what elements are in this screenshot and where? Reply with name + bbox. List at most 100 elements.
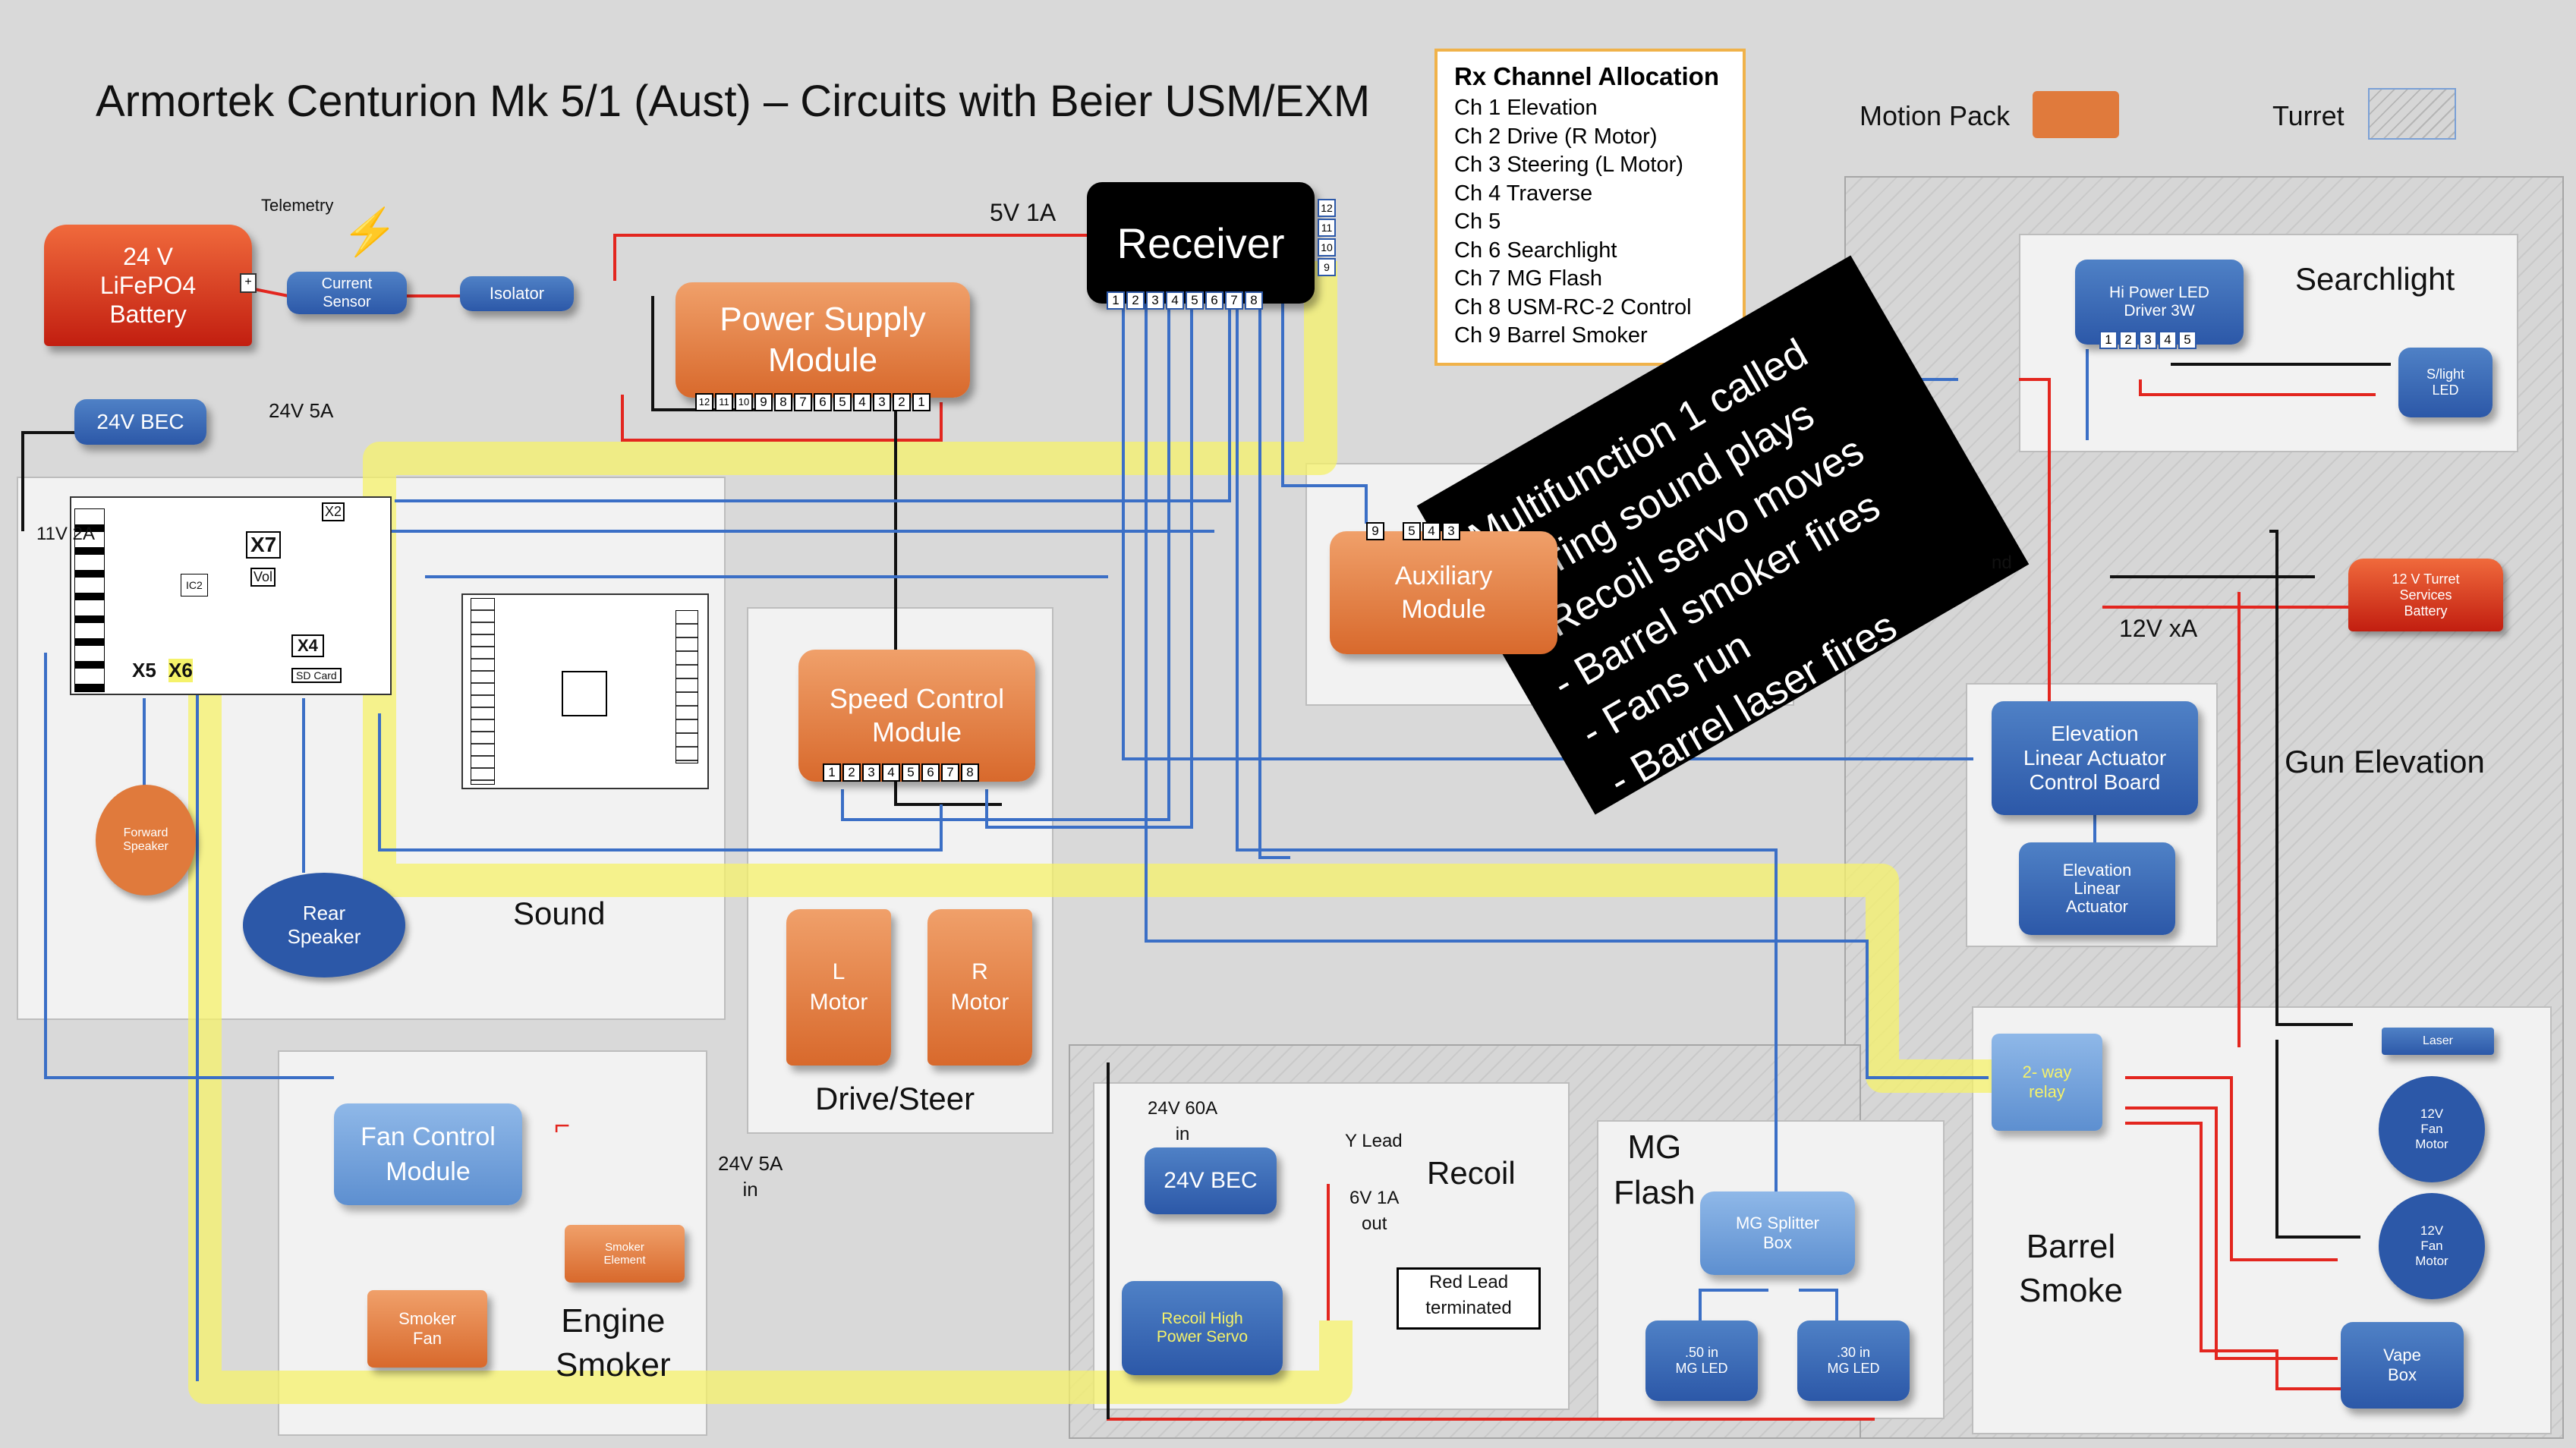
legend-turret-label: Turret	[2272, 100, 2345, 131]
usm-11v-label: 11V 2A	[36, 524, 95, 544]
wire-red	[613, 234, 1090, 281]
elevation-control-board: Elevation Linear Actuator Control Board	[1992, 701, 2198, 815]
rx-channel: Ch 3 Steering (L Motor)	[1454, 153, 1683, 177]
power-supply-module: Power Supply Module	[675, 282, 970, 398]
receiver-pin: 8	[1245, 291, 1263, 310]
battery-terminal: +	[240, 273, 257, 293]
bec-5a-in-label: 24V 5A in	[718, 1152, 783, 1201]
searchlight-led: S/light LED	[2398, 348, 2493, 417]
psm-pin: 8	[774, 393, 792, 411]
ground-label: nd	[1992, 552, 2012, 573]
hp-led-pin: 3	[2139, 331, 2157, 349]
switch-icon: ⌐	[554, 1110, 571, 1141]
scm-pin: 6	[921, 763, 940, 782]
exm-pin-column	[471, 598, 495, 785]
wire-black	[2275, 1040, 2360, 1239]
receiver-side-pin: 10	[1318, 238, 1336, 257]
scm-pin: 3	[862, 763, 880, 782]
r-motor: R Motor	[927, 909, 1032, 1066]
receiver-rating: 5V 1A	[990, 199, 1057, 226]
wire-black	[894, 402, 1002, 806]
gun-elevation-label: Gun Elevation	[2285, 744, 2485, 779]
scm-pin: 5	[902, 763, 920, 782]
receiver-pin: 7	[1225, 291, 1243, 310]
wire-blue	[1699, 1289, 1768, 1321]
mg-50-led: .50 in MG LED	[1645, 1321, 1758, 1401]
bec-recoil-out-label: 6V 1A out	[1349, 1188, 1400, 1234]
aux-pin: 5	[1403, 522, 1421, 540]
receiver-side-pin: 12	[1318, 199, 1336, 217]
receiver-label: Receiver	[1116, 219, 1285, 267]
wire-blue	[1281, 304, 1368, 524]
recoil-label: Recoil	[1427, 1155, 1516, 1191]
wire-blue	[1145, 304, 1989, 1079]
telemetry-label: Telemetry	[261, 196, 334, 215]
usm-board: X7 Vol IC2 X2 X4 SD Card X5 X6	[70, 496, 392, 695]
exm-board	[461, 593, 709, 789]
aux-pin: 3	[1442, 522, 1460, 540]
exm-ic1	[562, 671, 607, 716]
hp-led-pin: 5	[2178, 331, 2197, 349]
wire-blue	[841, 304, 1170, 821]
wire-blue	[378, 713, 943, 851]
l-motor: L Motor	[786, 909, 891, 1066]
red-lead-note: Red Lead terminated	[1397, 1267, 1541, 1330]
receiver-side-pin: 9	[1318, 258, 1336, 276]
usm-x5-label: X5	[132, 659, 156, 682]
wire-blue	[1799, 1289, 1838, 1321]
smoker-fan: Smoker Fan	[367, 1290, 487, 1368]
recoil-servo: Recoil High Power Servo	[1122, 1281, 1283, 1375]
mg-flash-label: MG Flash	[1614, 1128, 1696, 1211]
receiver-pin: 3	[1146, 291, 1164, 310]
rx-channel: Ch 2 Drive (R Motor)	[1454, 124, 1658, 149]
aux-pin: 4	[1422, 522, 1441, 540]
receiver-pins-bottom: 1 2 3 4 5 6 7 8	[1107, 291, 1263, 310]
fan-control-module: Fan Control Module	[334, 1103, 522, 1205]
psm-pin: 4	[853, 393, 871, 411]
drive-steer-label: Drive/Steer	[815, 1081, 975, 1116]
rx-channel: Ch 9 Barrel Smoker	[1454, 323, 1648, 348]
wire-red	[2019, 378, 2051, 729]
usm-x7-label: X7	[246, 531, 282, 559]
wire-blue	[395, 304, 1231, 502]
wire-black	[2269, 530, 2353, 1026]
scm-pin: 4	[882, 763, 900, 782]
fan-motor-2: 12V Fan Motor	[2379, 1193, 2485, 1299]
fan-motor-1: 12V Fan Motor	[2379, 1076, 2485, 1182]
hp-led-driver: Hi Power LED Driver 3W	[2075, 260, 2244, 345]
psm-pin: 7	[794, 393, 812, 411]
psm-pin: 9	[754, 393, 773, 411]
psm-pin: 1	[912, 393, 931, 411]
y-lead-label: Y Lead	[1345, 1131, 1403, 1151]
rear-speaker: Rear Speaker	[243, 873, 405, 977]
receiver-pins-side: 12 11 10 9	[1318, 199, 1336, 276]
aux-pin: 9	[1366, 522, 1384, 540]
rx-channel: Ch 7 MG Flash	[1454, 266, 1602, 291]
psm-pin: 6	[814, 393, 832, 411]
main-battery: 24 V LiFePO4 Battery	[44, 225, 252, 346]
legend-motion-pack-label: Motion Pack	[1860, 100, 2011, 131]
lightning-icon: ⚡	[342, 206, 398, 257]
two-way-relay: 2- way relay	[1992, 1034, 2102, 1131]
rx-allocation-heading: Rx Channel Allocation	[1454, 62, 1719, 90]
bec-recoil: 24V BEC	[1145, 1147, 1277, 1214]
exm-x12-column	[675, 610, 698, 763]
wire-red	[2139, 379, 2376, 396]
auxiliary-pins: 9 5 4 3	[1366, 522, 1460, 540]
psm-pin: 2	[893, 393, 911, 411]
isolator: Isolator	[460, 276, 574, 311]
auxiliary-module: Auxiliary Module	[1330, 531, 1557, 654]
scm-pin: 7	[941, 763, 959, 782]
usm-ic2-label: IC2	[181, 574, 208, 597]
usm-x4-label: X4	[291, 634, 324, 657]
mg-splitter-box: MG Splitter Box	[1700, 1191, 1855, 1275]
receiver-side-pin: 11	[1318, 219, 1336, 237]
sound-label: Sound	[513, 896, 606, 931]
elevation-actuator: Elevation Linear Actuator	[2019, 842, 2175, 935]
wire-blue	[1236, 304, 1778, 1245]
turret-voltage-label: 12V xA	[2119, 615, 2198, 642]
psm-pin: 10	[735, 393, 753, 411]
engine-smoker-label: Engine Smoker	[556, 1302, 671, 1383]
diagram-title: Armortek Centurion Mk 5/1 (Aust) – Circu…	[96, 77, 1371, 126]
